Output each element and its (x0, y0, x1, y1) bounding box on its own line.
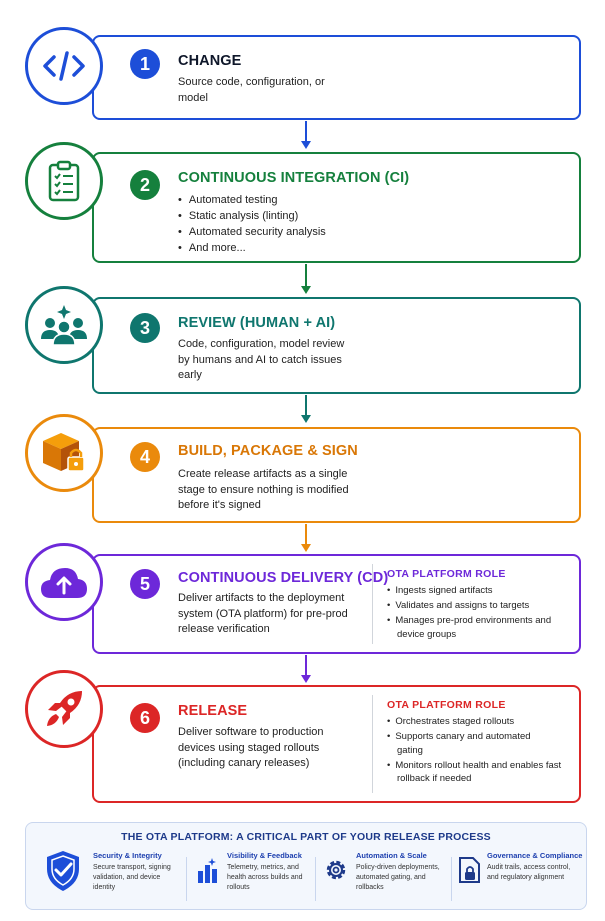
step-3-number: 3 (130, 313, 160, 343)
list-item: Static analysis (linting) (178, 208, 326, 224)
feature-security: Security & Integrity Secure transport, s… (93, 851, 178, 907)
document-lock-icon (459, 857, 480, 883)
feature-visibility: Visibility & Feedback Telemetry, metrics… (227, 851, 317, 907)
arrow-1-2 (301, 121, 311, 149)
step-5-title: CONTINUOUS DELIVERY (CD) (178, 570, 389, 586)
step-1-description: Source code, configuration, or model (178, 76, 325, 104)
arrow-2-3 (301, 264, 311, 294)
cloud-upload-icon (41, 568, 87, 598)
step-1-icon-circle (25, 27, 103, 105)
step-4-card: 4 BUILD, PACKAGE & SIGN Create release a… (92, 427, 581, 523)
list-item: Ingests signed artifacts (387, 584, 557, 598)
step-6-number: 6 (130, 703, 160, 733)
code-icon (43, 51, 85, 81)
arrow-3-4 (301, 395, 311, 423)
rocket-icon (47, 691, 82, 726)
list-item: Automated security analysis (178, 224, 326, 240)
feature-title: Security & Integrity (93, 851, 162, 860)
step-5-card: 5 CONTINUOUS DELIVERY (CD) Deliver artif… (92, 554, 581, 654)
feature-title: Visibility & Feedback (227, 851, 302, 860)
role-title: OTA PLATFORM ROLE (387, 568, 506, 580)
feature-governance: Governance & Compliance Audit trails, ac… (487, 851, 583, 907)
step-5-number: 5 (130, 569, 160, 599)
ota-platform-panel: THE OTA PLATFORM: A CRITICAL PART OF YOU… (25, 822, 587, 910)
step-1-number: 1 (130, 49, 160, 79)
feature-desc: Secure transport, signing validation, an… (93, 864, 171, 891)
list-item: And more... (178, 240, 326, 256)
step-5-ota-role: OTA PLATFORM ROLE Ingests signed artifac… (372, 564, 557, 644)
list-item: Monitors rollout health and enables fast… (387, 759, 567, 786)
feature-divider (451, 857, 452, 901)
step-1-card: 1 CHANGE Source code, configuration, or … (92, 35, 581, 120)
step-6-title: RELEASE (178, 703, 248, 719)
list-item: Automated testing (178, 192, 326, 208)
arrow-4-5 (301, 524, 311, 552)
list-item: Supports canary and automated gating (387, 730, 557, 757)
step-3-icon-circle (25, 286, 103, 364)
feature-divider (315, 857, 316, 901)
role-title: OTA PLATFORM ROLE (387, 699, 506, 711)
feature-desc: Telemetry, metrics, and health across bu… (227, 864, 303, 891)
step-4-number: 4 (130, 442, 160, 472)
gear-icon (326, 860, 346, 880)
arrow-5-6 (301, 655, 311, 683)
step-3-card: 3 REVIEW (HUMAN + AI) Code, configuratio… (92, 297, 581, 394)
feature-desc: Audit trails, access control, and regula… (487, 864, 571, 881)
step-2-list: Automated testing Static analysis (linti… (178, 192, 326, 256)
feature-divider (186, 857, 187, 901)
feature-title: Governance & Compliance (487, 851, 583, 860)
step-6-card: 6 RELEASE Deliver software to production… (92, 685, 581, 803)
feature-title: Automation & Scale (356, 851, 427, 860)
bar-chart-icon (198, 858, 217, 883)
step-2-card: 2 CONTINUOUS INTEGRATION (CI) Automated … (92, 152, 581, 263)
shield-check-icon (47, 851, 79, 891)
step-4-icon-circle (25, 414, 103, 492)
clipboard-checklist-icon (48, 160, 80, 202)
step-5-icon-circle (25, 543, 103, 621)
step-4-title: BUILD, PACKAGE & SIGN (178, 443, 358, 459)
step-4-description: Create release artifacts as a single sta… (178, 468, 349, 511)
feature-automation: Automation & Scale Policy-driven deploym… (356, 851, 446, 907)
step-6-description: Deliver software to production devices u… (178, 726, 324, 769)
people-sparkle-icon (41, 305, 87, 346)
role-list: Orchestrates staged rollouts Supports ca… (387, 715, 567, 786)
package-lock-icon (43, 433, 85, 472)
step-5-description: Deliver artifacts to the deployment syst… (178, 592, 348, 635)
step-6-icon-circle (25, 670, 103, 748)
step-3-title: REVIEW (HUMAN + AI) (178, 315, 336, 331)
step-2-icon-circle (25, 142, 103, 220)
step-6-ota-role: OTA PLATFORM ROLE Orchestrates staged ro… (372, 695, 567, 793)
step-2-number: 2 (130, 170, 160, 200)
feature-desc: Policy-driven deployments, automated gat… (356, 864, 440, 891)
list-item: Manages pre-prod environments and device… (387, 614, 557, 641)
role-list: Ingests signed artifacts Validates and a… (387, 584, 557, 641)
step-1-title: CHANGE (178, 53, 242, 69)
platform-title: THE OTA PLATFORM: A CRITICAL PART OF YOU… (121, 831, 491, 843)
step-3-description: Code, configuration, model review by hum… (178, 338, 345, 381)
list-item: Orchestrates staged rollouts (387, 715, 567, 729)
step-2-title: CONTINUOUS INTEGRATION (CI) (178, 170, 410, 186)
list-item: Validates and assigns to targets (387, 599, 557, 613)
